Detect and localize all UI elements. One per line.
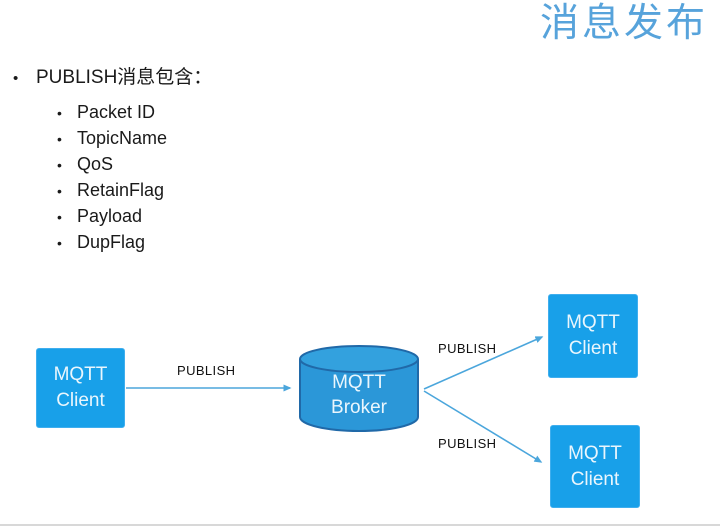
bottom-divider-line [0, 524, 720, 526]
node-label-line1: MQTT [53, 364, 108, 385]
bullet-list: • PUBLISH消息包含： • Packet ID • TopicName •… [10, 64, 430, 256]
arrow-broker-to-bottom-client [423, 390, 543, 463]
list-item: • QoS [10, 152, 430, 178]
bullet-main-text: PUBLISH消息包含： [36, 67, 213, 88]
bullet-text: QoS [77, 154, 114, 174]
list-item: • RetainFlag [10, 178, 430, 204]
bullet-text: Packet ID [77, 102, 156, 122]
node-label-line2: Broker [331, 397, 387, 418]
publish-label-bottom-right: PUBLISH [438, 436, 497, 451]
bullet-marker: • [57, 131, 62, 147]
node-label-line2: Client [570, 468, 620, 490]
list-item: • Payload [10, 204, 430, 230]
mqtt-client-node-top-right: MQTT Client [548, 294, 638, 378]
list-item: • DupFlag [10, 230, 430, 256]
mqtt-client-node-left: MQTT Client [36, 348, 125, 428]
publish-label-left: PUBLISH [177, 363, 236, 378]
database-cylinder-icon [299, 345, 419, 432]
node-label-line2: Client [568, 338, 618, 359]
bullet-marker: • [57, 235, 62, 251]
bullet-marker: • [57, 105, 62, 121]
node-label-line1: MQTT [568, 442, 622, 464]
broker-label: MQTT Broker [298, 343, 420, 434]
bullet-marker: • [57, 157, 62, 173]
mqtt-client-node-bottom-right: MQTT Client [550, 425, 640, 508]
sub-bullet-list: • Packet ID • TopicName • QoS • RetainFl… [10, 100, 430, 256]
node-label-line2: Client [56, 390, 105, 411]
node-label-line1: MQTT [566, 312, 620, 333]
bullet-main: • PUBLISH消息包含： [10, 64, 430, 93]
bullet-text: DupFlag [77, 232, 146, 252]
page-title: 消息发布 [539, 1, 708, 46]
bullet-text: RetainFlag [77, 180, 165, 200]
node-label-line1: MQTT [332, 372, 386, 393]
mqtt-broker-node: MQTT Broker [298, 343, 420, 434]
bullet-marker: • [57, 209, 62, 225]
list-item: • TopicName [10, 126, 430, 152]
bullet-text: Payload [77, 206, 143, 226]
list-item: • Packet ID [10, 100, 430, 126]
bullet-text: TopicName [77, 128, 168, 148]
publish-label-top-right: PUBLISH [438, 341, 497, 356]
bullet-marker: • [57, 183, 62, 199]
bullet-marker: • [13, 70, 19, 87]
